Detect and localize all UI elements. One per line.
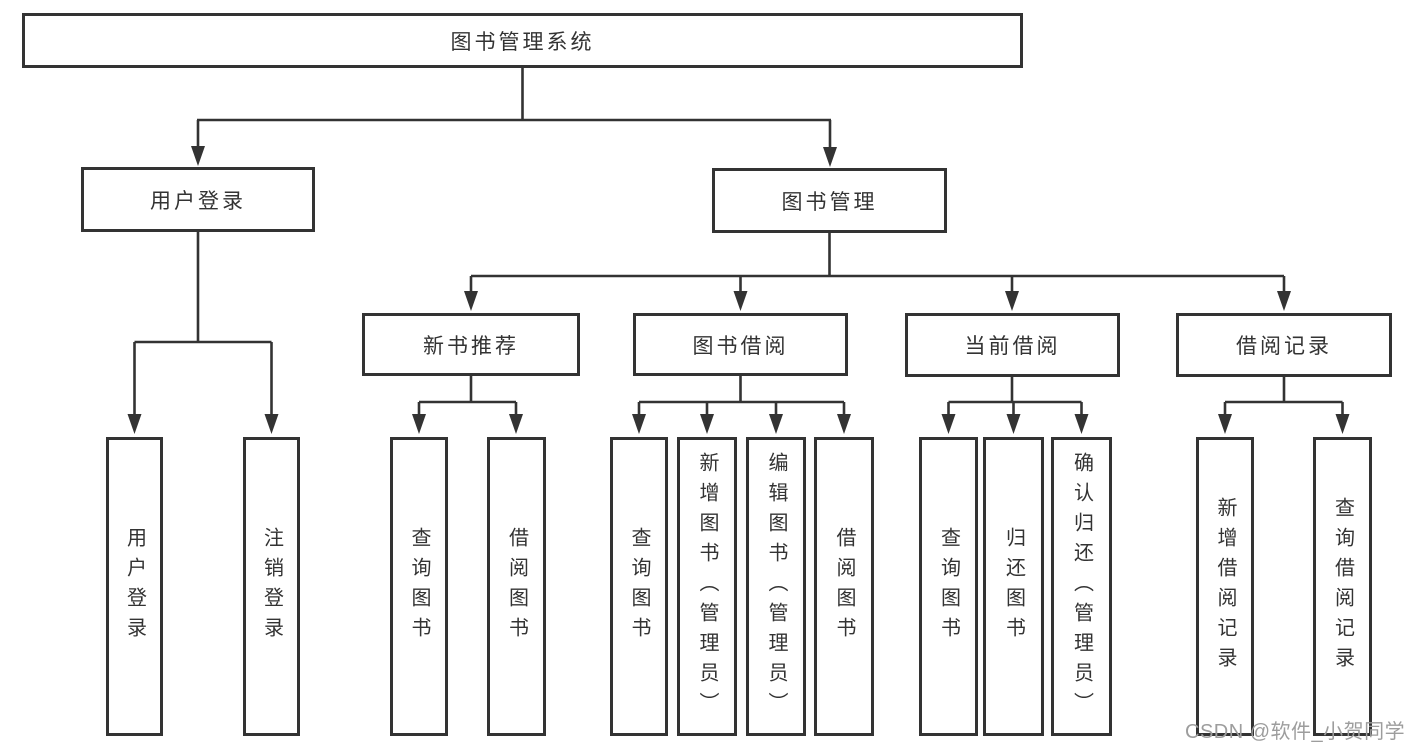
node-book-borrowing: 图书借阅 [633, 313, 848, 376]
leaf-query-borrow-record: 查询借阅记录 [1313, 437, 1372, 736]
leaf-label: 确认归还（管理员） [1070, 451, 1093, 722]
arrow-connectors [127, 120, 1350, 434]
leaf-newbook-query-books: 查询图书 [390, 437, 448, 736]
leaf-add-borrow-record: 新增借阅记录 [1196, 437, 1254, 736]
node-label: 用户登录 [150, 189, 246, 213]
leaf-label: 查询借阅记录 [1331, 496, 1354, 677]
leaf-user-login: 用户登录 [106, 437, 163, 736]
leaf-label: 编辑图书（管理员） [765, 451, 787, 722]
node-label: 图书借阅 [692, 334, 789, 358]
node-current-borrowing: 当前借阅 [905, 313, 1120, 377]
leaf-label: 归还图书 [1002, 526, 1025, 647]
leaf-confirm-return-admin: 确认归还（管理员） [1051, 437, 1112, 736]
node-user-login: 用户登录 [81, 167, 315, 232]
leaf-logout: 注销登录 [243, 437, 300, 736]
leaf-add-book-admin: 新增图书（管理员） [677, 437, 737, 736]
node-new-book-recommend: 新书推荐 [362, 313, 580, 376]
leaf-label: 新增图书（管理员） [696, 451, 718, 722]
node-borrow-records: 借阅记录 [1176, 313, 1392, 377]
node-label: 图书管理 [781, 190, 878, 214]
tree-branch-lines [134, 68, 1343, 404]
node-library-management-system: 图书管理系统 [22, 13, 1023, 68]
leaf-label: 查询图书 [408, 526, 430, 647]
node-label: 图书管理系统 [450, 30, 595, 54]
leaf-current-query-books: 查询图书 [919, 437, 978, 736]
leaf-label: 借阅图书 [833, 526, 855, 647]
leaf-borrowing-borrow-books: 借阅图书 [814, 437, 874, 736]
node-label: 新书推荐 [423, 334, 519, 358]
csdn-watermark: CSDN @软件_小贺同学 [1185, 721, 1405, 743]
leaf-label: 用户登录 [123, 526, 146, 647]
leaf-label: 查询图书 [628, 526, 650, 647]
leaf-newbook-borrow-books: 借阅图书 [487, 437, 546, 736]
node-label: 当前借阅 [964, 335, 1061, 358]
leaf-return-books: 归还图书 [983, 437, 1044, 736]
leaf-label: 查询图书 [937, 526, 960, 647]
node-book-management: 图书管理 [712, 168, 947, 233]
leaf-edit-book-admin: 编辑图书（管理员） [746, 437, 806, 736]
leaf-label: 借阅图书 [505, 526, 528, 647]
leaf-label: 新增借阅记录 [1214, 496, 1236, 677]
node-label: 借阅记录 [1236, 335, 1332, 358]
leaf-label: 注销登录 [260, 526, 283, 647]
leaf-borrowing-query-books: 查询图书 [610, 437, 668, 736]
